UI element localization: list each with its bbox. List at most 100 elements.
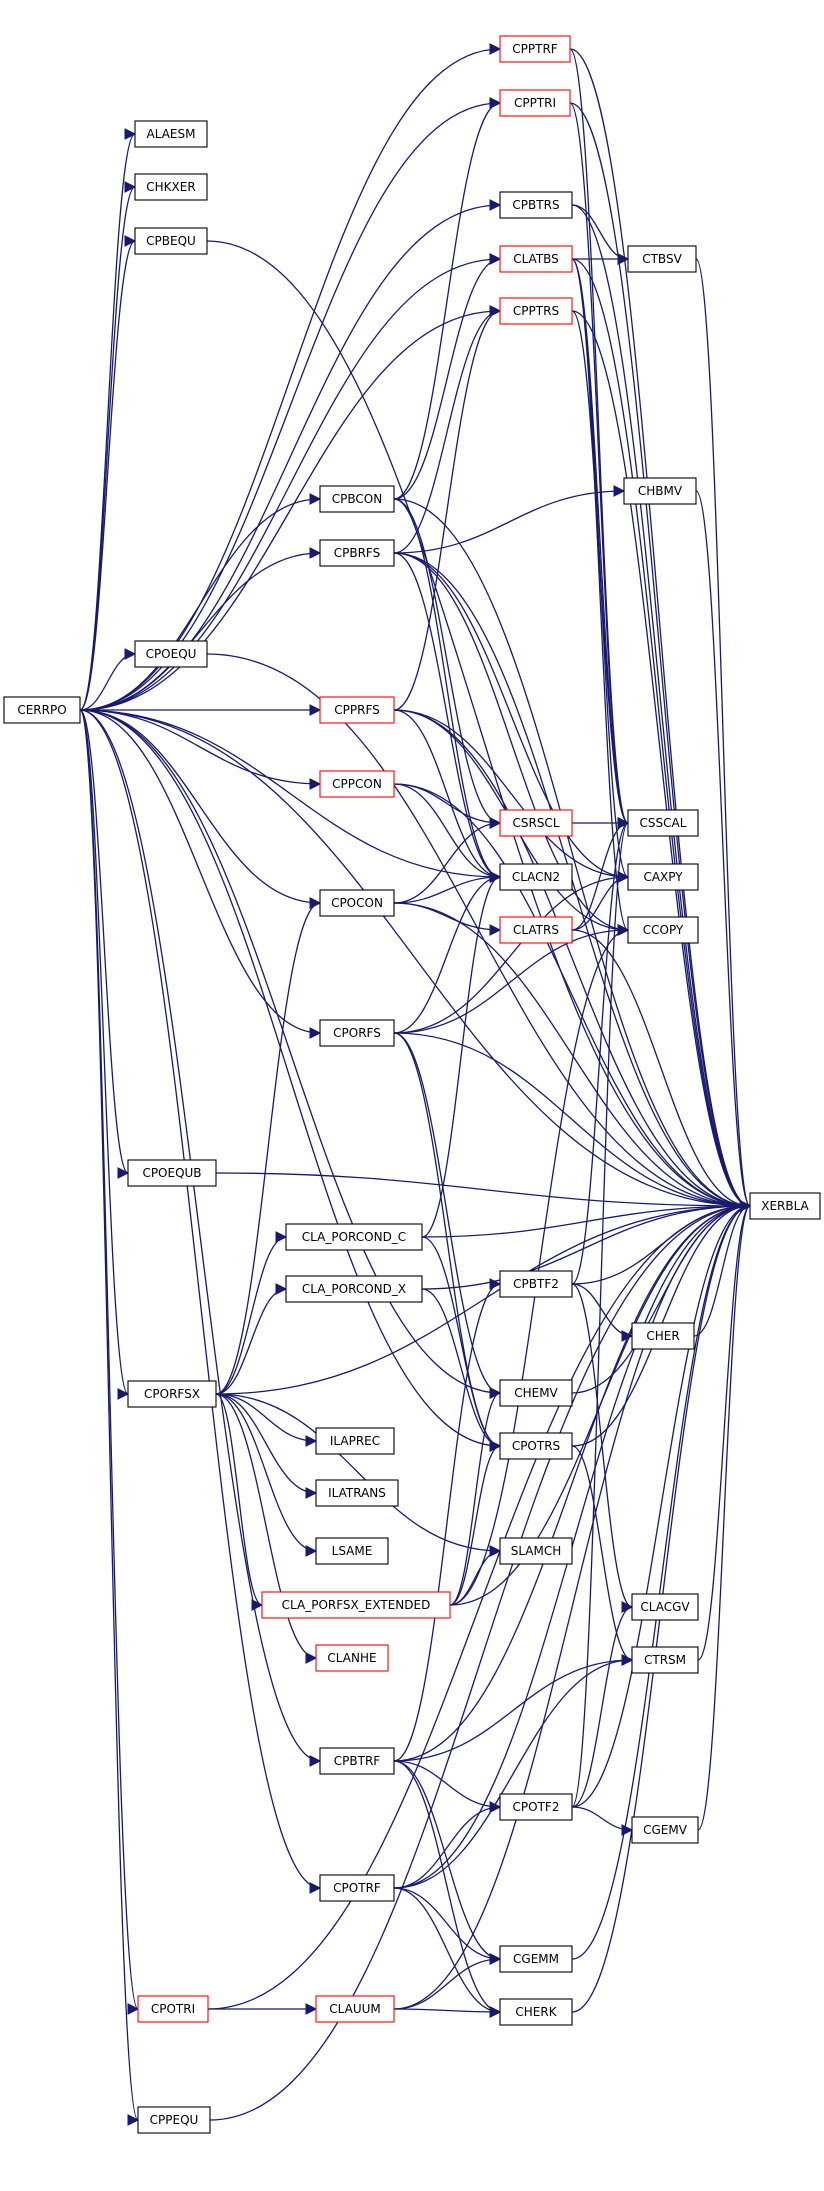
node-box — [315, 1479, 399, 1507]
node-cpptrf[interactable]: CPPTRF — [499, 35, 571, 63]
node-cpbequ[interactable]: CPBEQU — [134, 227, 208, 255]
node-box — [631, 1816, 699, 1844]
node-cpotri[interactable]: CPOTRI — [137, 1995, 209, 2023]
node-box — [627, 863, 699, 891]
node-lsame[interactable]: LSAME — [315, 1537, 389, 1565]
node-clauum[interactable]: CLAUUM — [315, 1995, 395, 2023]
node-cpoequb[interactable]: CPOEQUB — [127, 1159, 217, 1187]
node-cpbrfs[interactable]: CPBRFS — [319, 539, 395, 567]
node-cporfsx[interactable]: CPORFSX — [127, 1380, 217, 1408]
node-box — [319, 539, 395, 567]
node-box — [499, 1432, 573, 1460]
node-clacn2[interactable]: CLACN2 — [499, 863, 573, 891]
node-chemv[interactable]: CHEMV — [499, 1379, 573, 1407]
node-cpoequ[interactable]: CPOEQU — [134, 640, 208, 668]
node-label: CLATRS — [513, 923, 559, 937]
node-label: CGEMM — [513, 1952, 559, 1966]
node-cpbtrf[interactable]: CPBTRF — [319, 1747, 395, 1775]
node-chkxer[interactable]: CHKXER — [134, 173, 208, 201]
node-cla-porcond-x[interactable]: CLA_PORCOND_X — [285, 1275, 423, 1303]
node-ilaprec[interactable]: ILAPREC — [315, 1427, 395, 1455]
node-cpptrs[interactable]: CPPTRS — [499, 297, 573, 325]
node-cla-porfsx-extended[interactable]: CLA_PORFSX_EXTENDED — [261, 1591, 451, 1619]
node-label: CHERK — [515, 2005, 557, 2019]
node-label: LSAME — [332, 1544, 373, 1558]
node-ctrsm[interactable]: CTRSM — [631, 1646, 699, 1674]
node-box — [134, 227, 208, 255]
edge-cpbtrf-to-xerbla — [393, 1200, 752, 1762]
node-cppequ[interactable]: CPPEQU — [137, 2106, 211, 2134]
edge-cerrpo-to-cpoequ — [79, 648, 137, 711]
node-cpptri[interactable]: CPPTRI — [499, 89, 571, 117]
node-clanhe[interactable]: CLANHE — [315, 1644, 389, 1672]
node-ctbsv[interactable]: CTBSV — [627, 245, 697, 273]
node-label: SLAMCH — [511, 1544, 562, 1558]
node-cerrpo[interactable]: CERRPO — [3, 696, 81, 724]
node-clatbs[interactable]: CLATBS — [499, 245, 573, 273]
edge-cpotf2-to-xerbla — [571, 1200, 752, 1808]
node-cgemm[interactable]: CGEMM — [499, 1945, 573, 1973]
edge-cporfsx-to-cla-porcond-c — [215, 1231, 288, 1395]
node-clatrs[interactable]: CLATRS — [499, 916, 573, 944]
edge-cla-porfsx-extended-to-ccopy — [449, 924, 630, 1606]
edge-cpocon-to-clacn2 — [393, 871, 502, 904]
node-label: CSRSCL — [512, 816, 559, 830]
node-csrscl[interactable]: CSRSCL — [499, 809, 573, 837]
edge-cpocon-to-csrscl — [393, 817, 502, 904]
node-label: CPBRFS — [334, 546, 381, 560]
edge-cpoequb-to-xerbla — [215, 1172, 752, 1212]
node-box — [499, 1379, 573, 1407]
node-cpotf2[interactable]: CPOTF2 — [499, 1793, 573, 1821]
edge-cerrpo-to-xerbla — [79, 709, 752, 1212]
edge-cpbrfs-to-chbmv — [393, 485, 626, 554]
edge-cerrpo-to-cpotri — [79, 709, 140, 2015]
node-xerbla[interactable]: XERBLA — [749, 1192, 821, 1220]
node-cher[interactable]: CHER — [631, 1322, 695, 1350]
node-cpprfs[interactable]: CPPRFS — [319, 696, 395, 724]
node-label: CTRSM — [644, 1653, 686, 1667]
edge-cerrpo-to-cpotrf — [79, 709, 322, 1894]
node-cporfs[interactable]: CPORFS — [319, 1019, 395, 1047]
node-cherk[interactable]: CHERK — [499, 1998, 573, 2026]
node-slamch[interactable]: SLAMCH — [499, 1537, 573, 1565]
node-cpocon[interactable]: CPOCON — [319, 889, 395, 917]
edge-cpocon-to-xerbla — [393, 902, 752, 1212]
node-cppcon[interactable]: CPPCON — [319, 770, 395, 798]
edge-cpbtrf-to-ctrsm — [393, 1654, 634, 1762]
node-label: XERBLA — [761, 1199, 809, 1213]
node-label: CPPTRS — [513, 304, 559, 318]
edge-cporfsx-to-ilaprec — [215, 1393, 318, 1447]
node-cpotrf[interactable]: CPOTRF — [319, 1874, 395, 1902]
node-chbmv[interactable]: CHBMV — [623, 477, 697, 505]
node-label: CHEMV — [514, 1386, 558, 1400]
edge-cpbtrf-to-cherk — [393, 1760, 502, 2018]
edge-cpotrf-to-cpotf2 — [393, 1801, 502, 1889]
node-cpotrs[interactable]: CPOTRS — [499, 1432, 573, 1460]
node-cla-porcond-c[interactable]: CLA_PORCOND_C — [285, 1223, 423, 1251]
node-ilatrans[interactable]: ILATRANS — [315, 1479, 399, 1507]
node-box — [499, 89, 571, 117]
edge-cppequ-to-xerbla — [209, 1200, 752, 2121]
node-label: CPPTRI — [514, 96, 556, 110]
edge-cerrpo-to-cpptri — [79, 97, 502, 711]
node-label: CLAUUM — [329, 2002, 380, 2016]
node-label: CPOTRF — [333, 1881, 381, 1895]
node-label: CGEMV — [643, 1823, 688, 1837]
node-box — [315, 1427, 395, 1455]
node-cpbtf2[interactable]: CPBTF2 — [499, 1270, 573, 1298]
edge-cpbtf2-to-clacgv — [571, 1283, 634, 1613]
node-alaesm[interactable]: ALAESM — [134, 120, 208, 148]
node-cpbtrs[interactable]: CPBTRS — [499, 191, 573, 219]
node-box — [319, 485, 395, 513]
edge-cpotrf-to-cherk — [393, 1887, 502, 2018]
node-ccopy[interactable]: CCOPY — [627, 916, 699, 944]
node-cgemv[interactable]: CGEMV — [631, 1816, 699, 1844]
node-clacgv[interactable]: CLACGV — [631, 1593, 699, 1621]
node-box — [127, 1380, 217, 1408]
node-caxpy[interactable]: CAXPY — [627, 863, 699, 891]
edge-cpbtf2-to-cher — [571, 1283, 634, 1342]
node-csscal[interactable]: CSSCAL — [627, 809, 699, 837]
edge-cpbrfs-to-clacn2 — [393, 552, 502, 883]
node-cpbcon[interactable]: CPBCON — [319, 485, 395, 513]
edge-cporfsx-to-clanhe — [215, 1393, 318, 1664]
